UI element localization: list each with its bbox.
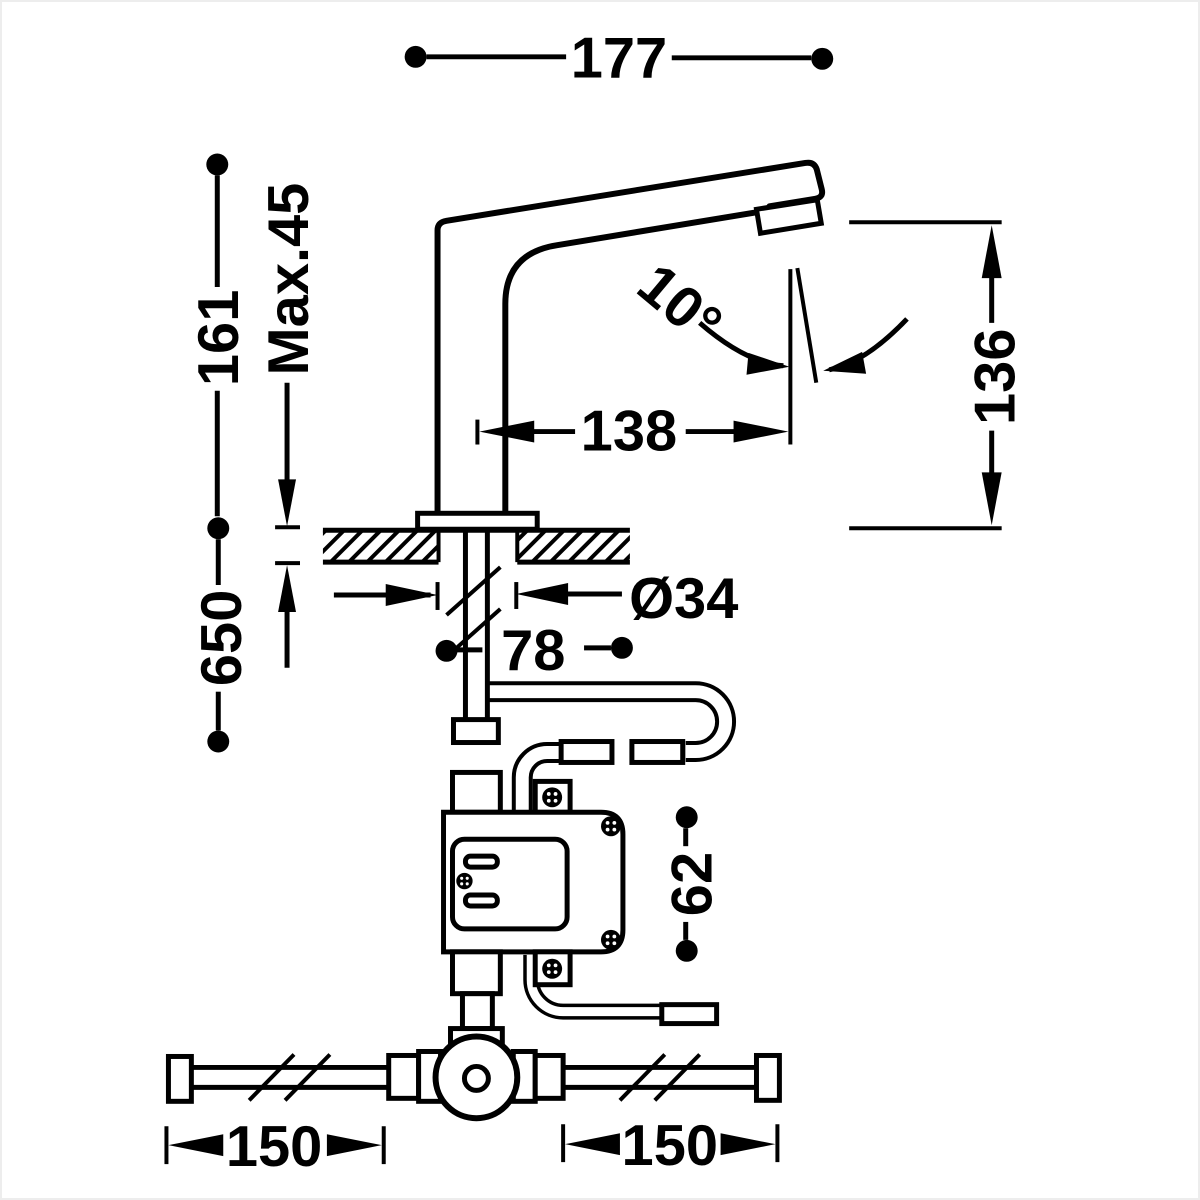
box-outlet-tube bbox=[450, 949, 503, 997]
faucet-inner-outline bbox=[502, 209, 760, 520]
control-box-height-label: 62 bbox=[661, 852, 725, 916]
break-mark-1 bbox=[445, 565, 502, 617]
supply-hose-u-inner bbox=[489, 685, 732, 758]
screw-icon bbox=[456, 872, 473, 890]
flexible-hoses bbox=[489, 681, 736, 811]
reference-dot bbox=[811, 47, 834, 70]
battery-cover-slot bbox=[462, 892, 500, 909]
supply-pipes bbox=[165, 1052, 782, 1104]
reference-dot bbox=[207, 517, 230, 540]
spout-nozzle bbox=[753, 196, 825, 237]
faucet-body bbox=[415, 159, 826, 532]
down-arrowhead bbox=[278, 479, 297, 527]
dim-overall-width: 177 bbox=[404, 27, 834, 91]
dim-hole-diameter: Ø34 bbox=[333, 567, 738, 631]
box-hose-inner bbox=[515, 746, 567, 811]
shank-offset-label: 78 bbox=[501, 619, 565, 683]
shank-nut bbox=[450, 717, 501, 746]
screw-icon bbox=[600, 929, 621, 950]
reference-dot bbox=[207, 730, 230, 753]
overall-width-label: 177 bbox=[571, 27, 667, 91]
pipe-end-cap-left bbox=[165, 1053, 194, 1104]
right-arrowhead bbox=[326, 1134, 382, 1157]
right-arrowhead bbox=[385, 584, 438, 606]
faucet-outer-outline bbox=[434, 159, 826, 520]
dim-max-deck-thickness: Max.45 bbox=[257, 183, 321, 668]
dim-control-box-height: 62 bbox=[661, 806, 725, 962]
threaded-shank bbox=[445, 529, 502, 746]
reference-dot bbox=[435, 639, 458, 662]
dim-left-supply-pipe: 150 bbox=[164, 1115, 386, 1179]
angle-arc-right bbox=[828, 317, 909, 373]
break-mark-1 bbox=[247, 1053, 296, 1102]
left-arrowhead bbox=[168, 1134, 224, 1157]
angle-arrowhead-right bbox=[823, 351, 867, 374]
right-arrowhead bbox=[733, 420, 789, 443]
up-arrowhead bbox=[278, 565, 297, 612]
break-mark-2 bbox=[653, 1053, 702, 1102]
body-height-label: 161 bbox=[187, 290, 251, 386]
battery-cover-slot bbox=[462, 853, 500, 870]
down-arrowhead bbox=[981, 472, 1002, 526]
screw-icon bbox=[542, 787, 563, 808]
max-thickness-label: Max.45 bbox=[257, 183, 321, 376]
angle-arrowhead-left bbox=[746, 352, 790, 375]
outlet-height-label: 136 bbox=[964, 329, 1028, 425]
left-arrowhead bbox=[565, 1133, 620, 1156]
break-mark-1 bbox=[618, 1053, 667, 1102]
dim-body-height: 161 bbox=[187, 153, 251, 540]
base-flange bbox=[415, 510, 540, 532]
dim-outlet-height: 136 bbox=[849, 220, 1028, 531]
left-arrowhead bbox=[479, 420, 535, 443]
reference-dot bbox=[610, 636, 633, 659]
right-arrowhead bbox=[720, 1133, 776, 1156]
break-mark-2 bbox=[283, 1053, 332, 1102]
below-deck-label: 650 bbox=[190, 590, 254, 686]
pipe-end-cap-right bbox=[753, 1052, 782, 1103]
spout-reach-label: 138 bbox=[581, 400, 677, 464]
hole-diameter-label: Ø34 bbox=[629, 567, 738, 631]
dim-spout-reach: 138 bbox=[475, 400, 789, 464]
countertop-hatch-right bbox=[517, 530, 630, 563]
dim-shank-offset: 78 bbox=[435, 619, 633, 683]
left-arrowhead bbox=[516, 583, 569, 605]
reference-dot bbox=[206, 153, 229, 176]
countertop-hatch-left bbox=[322, 530, 439, 563]
screw-icon bbox=[542, 958, 563, 979]
valve-riser-tube bbox=[459, 991, 495, 1032]
screw-icon bbox=[600, 816, 621, 837]
cable-connector bbox=[659, 1002, 720, 1027]
right-pipe-label: 150 bbox=[622, 1114, 718, 1178]
valve-left-fitting-outer bbox=[386, 1052, 422, 1101]
spray-angle-label: 10° bbox=[626, 252, 734, 357]
control-box bbox=[441, 769, 720, 1027]
tee-valve bbox=[386, 991, 566, 1122]
hose-connector-right bbox=[629, 739, 686, 765]
valve-right-fitting-outer bbox=[532, 1052, 566, 1101]
up-arrowhead bbox=[981, 225, 1002, 279]
valve-spindle bbox=[461, 1063, 491, 1093]
hose-connector-left bbox=[558, 739, 615, 765]
reference-dot bbox=[675, 806, 698, 829]
reference-dot bbox=[675, 939, 698, 962]
countertop bbox=[322, 527, 630, 565]
dim-right-supply-pipe: 150 bbox=[561, 1114, 780, 1178]
dim-below-deck-length: 650 bbox=[190, 539, 254, 753]
sensor-cable-inner bbox=[526, 954, 664, 1017]
box-inlet-tube bbox=[450, 769, 503, 815]
spray-direction-line bbox=[795, 267, 819, 384]
reference-dot bbox=[404, 45, 427, 68]
left-pipe-label: 150 bbox=[226, 1115, 322, 1179]
